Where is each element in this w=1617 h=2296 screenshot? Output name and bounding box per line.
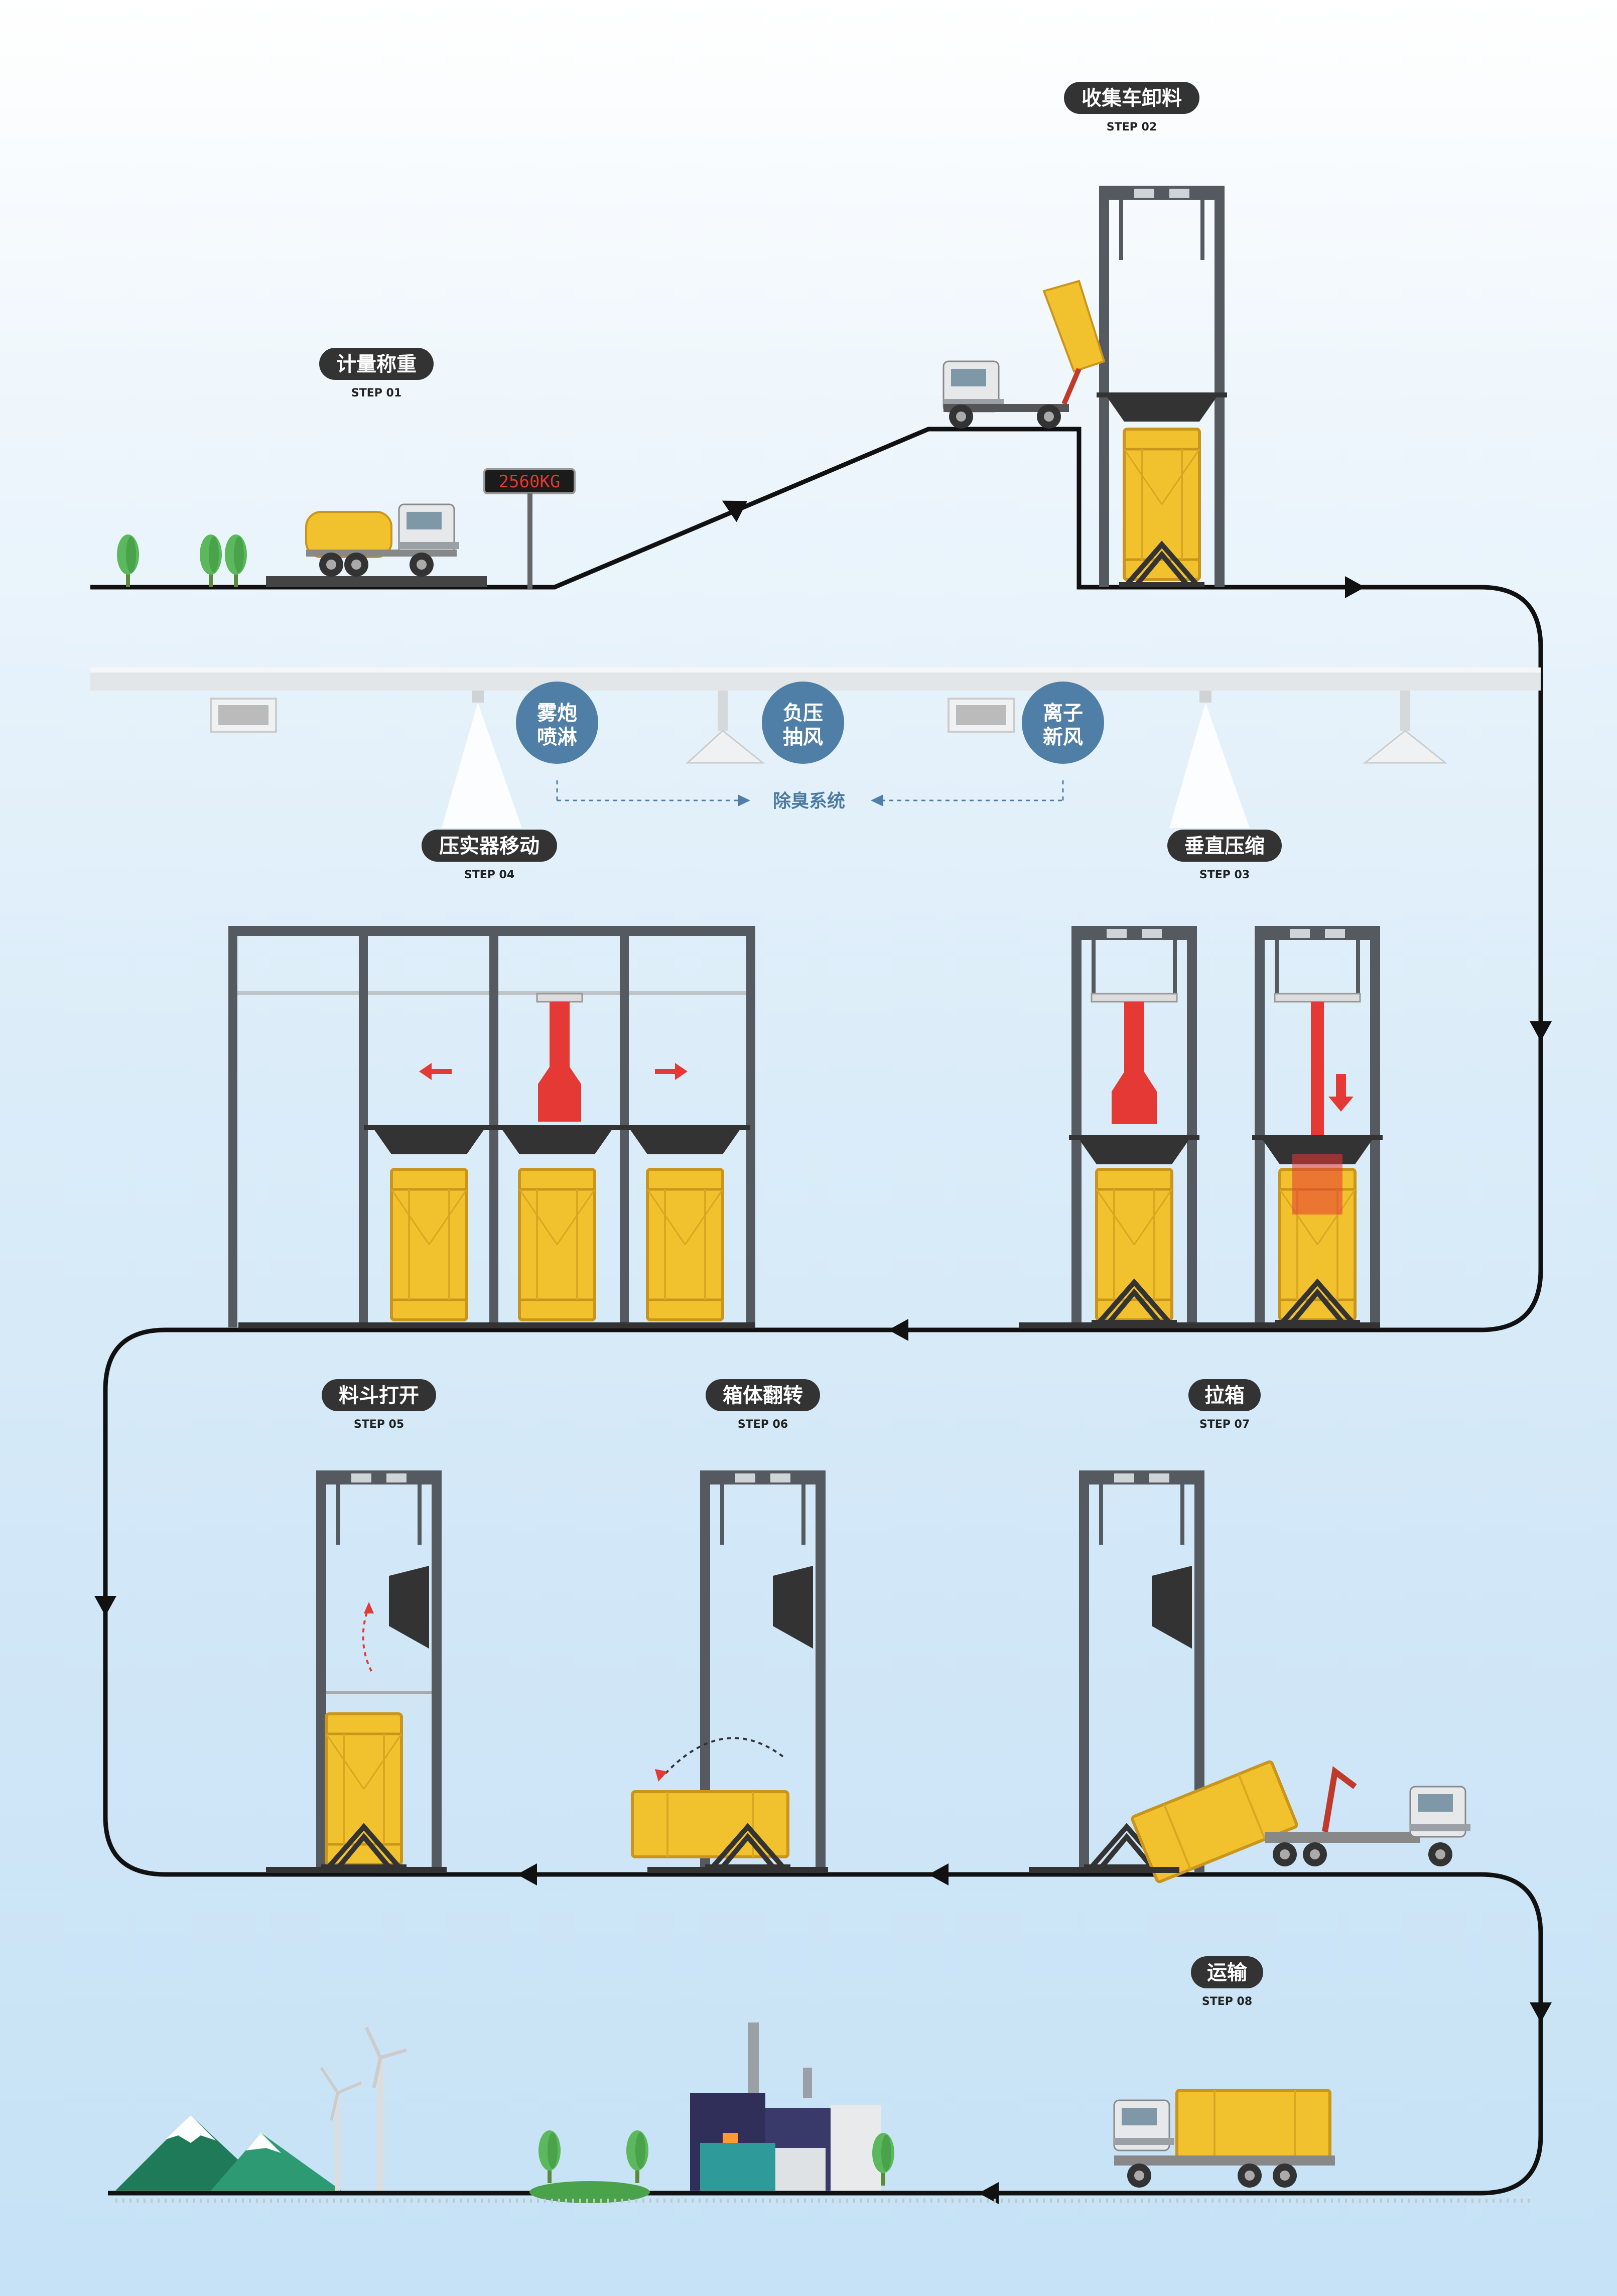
step-pill [1191, 1956, 1263, 1988]
factory-icon [690, 2022, 881, 2191]
spray-icon [442, 691, 522, 828]
process-path [90, 427, 1543, 2196]
step-pill [1064, 82, 1199, 114]
scale-display: 2560KG [483, 468, 576, 589]
truck-icon [305, 503, 460, 577]
step-title: 箱体翻转 [723, 1384, 803, 1407]
step-05-scene [266, 1470, 447, 1873]
step-pill [1167, 830, 1282, 862]
step-pill [1188, 1379, 1261, 1411]
step-pill [422, 830, 557, 862]
step-label-8: 运输 STEP 08 [1191, 1956, 1263, 2008]
bubble-circle [1022, 682, 1104, 764]
step-number: STEP 08 [1202, 1995, 1252, 2008]
container-icon [519, 1169, 595, 1320]
bubble-line2: 抽风 [783, 726, 823, 749]
container-icon [647, 1169, 723, 1320]
step-label-6: 箱体翻转 STEP 06 [706, 1379, 820, 1431]
step-number: STEP 07 [1199, 1418, 1250, 1431]
bubble-line2: 新风 [1043, 726, 1083, 749]
vent-icon [210, 698, 277, 733]
step-08-scene [115, 2022, 1531, 2203]
step-title: 垂直压缩 [1184, 835, 1265, 858]
step-title: 收集车卸料 [1082, 87, 1182, 110]
step-01-scene: 2560KG [117, 468, 576, 589]
step-label-2: 收集车卸料 STEP 02 [1064, 82, 1199, 133]
container-icon [326, 1714, 401, 1864]
truck-icon [1265, 1766, 1471, 1866]
step-title: 计量称重 [336, 353, 417, 376]
step-title: 运输 [1207, 1961, 1248, 1984]
step-label-3: 垂直压缩 STEP 03 [1167, 830, 1282, 881]
arrow-icon [655, 1063, 688, 1080]
tree-icon [538, 2130, 561, 2183]
step-number: STEP 03 [1199, 869, 1250, 881]
compactor-icon [1274, 993, 1361, 1147]
bubble-line2: 喷淋 [537, 726, 577, 749]
step-04-scene [228, 926, 755, 1328]
bubble-line1: 负压 [783, 702, 823, 725]
step-title: 压实器移动 [439, 835, 540, 858]
step-label-5: 料斗打开 STEP 05 [322, 1379, 436, 1431]
step-number: STEP 01 [351, 387, 401, 399]
exhaust-hood-icon [686, 691, 765, 764]
tree-icon [225, 534, 247, 587]
step-label-7: 拉箱 STEP 07 [1188, 1379, 1261, 1431]
tree-icon [117, 534, 139, 587]
step-06-scene [631, 1470, 828, 1873]
bubble-line1: 雾炮 [537, 702, 577, 725]
step-number: STEP 04 [464, 869, 514, 881]
bubble-line1: 离子 [1043, 702, 1083, 725]
bubble-circle [516, 682, 598, 764]
step-03-scene [1019, 926, 1383, 1328]
step-title: 料斗打开 [339, 1384, 419, 1407]
tree-icon [626, 2130, 648, 2183]
arrow-icon [419, 1063, 452, 1080]
container-icon [391, 1169, 467, 1320]
arrow-icon [1328, 1074, 1354, 1112]
truck-icon [942, 280, 1106, 429]
step-label-4: 压实器移动 STEP 04 [422, 830, 557, 881]
step-02-scene [942, 186, 1227, 587]
container-icon [1175, 2089, 1331, 2159]
step-label-1: 计量称重 STEP 01 [319, 348, 434, 399]
step-number: STEP 02 [1107, 121, 1157, 133]
step-pill [322, 1379, 436, 1411]
exhaust-hood-icon [1363, 691, 1448, 764]
mountain-icon [115, 2115, 341, 2191]
step-title: 拉箱 [1204, 1384, 1245, 1407]
wind-turbine-icon [320, 2027, 407, 2191]
step-07-scene [1029, 1470, 1471, 1883]
spray-icon [1169, 691, 1250, 828]
step-pill [706, 1379, 820, 1411]
truck-icon [1113, 2089, 1335, 2188]
step-pill [319, 348, 434, 380]
compactor-icon [536, 993, 583, 1122]
container-icon [1131, 1760, 1298, 1883]
bubble-circle [762, 682, 844, 764]
tree-icon [200, 534, 222, 587]
compactor-icon [1091, 993, 1178, 1124]
step-number: STEP 05 [354, 1418, 404, 1431]
container-icon [1097, 1169, 1172, 1320]
step-number: STEP 06 [738, 1418, 788, 1431]
scale-readout: 2560KG [499, 472, 561, 492]
vent-icon [948, 698, 1015, 733]
deodor-system-label: 除臭系统 [773, 791, 845, 812]
